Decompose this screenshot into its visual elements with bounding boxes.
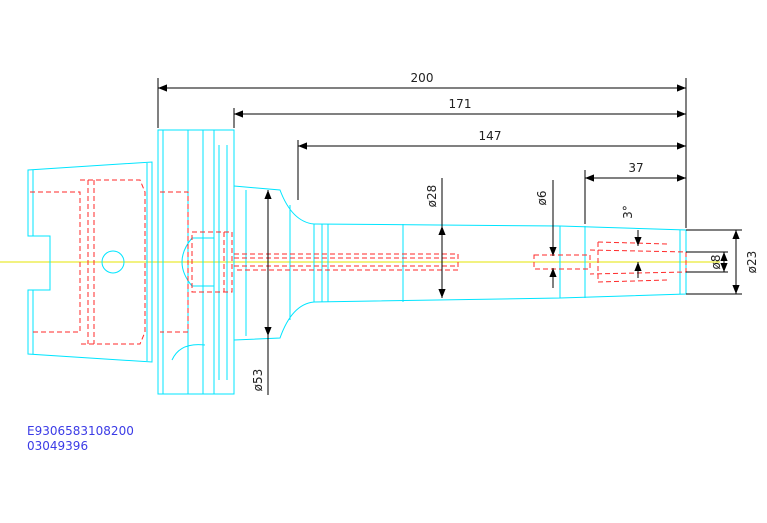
dim-label-200: 200 — [411, 71, 434, 85]
dim-label-dia23: ø23 — [745, 251, 759, 274]
part-number-line1: E9306583108200 — [27, 424, 134, 438]
dim-label-angle: 3° — [621, 205, 635, 219]
dim-label-171: 171 — [449, 97, 472, 111]
dim-label-dia8: ø8 — [709, 255, 723, 270]
dim-label-dia6: ø6 — [535, 191, 549, 206]
dimension-lines — [157, 78, 742, 395]
hidden-lines — [30, 179, 687, 345]
part-outline — [27, 129, 687, 395]
part-number-line2: 03049396 — [27, 439, 89, 453]
dim-label-dia53: ø53 — [251, 369, 265, 392]
dim-label-dia28: ø28 — [425, 185, 439, 208]
dim-label-147: 147 — [479, 129, 502, 143]
dim-label-37: 37 — [628, 161, 643, 175]
